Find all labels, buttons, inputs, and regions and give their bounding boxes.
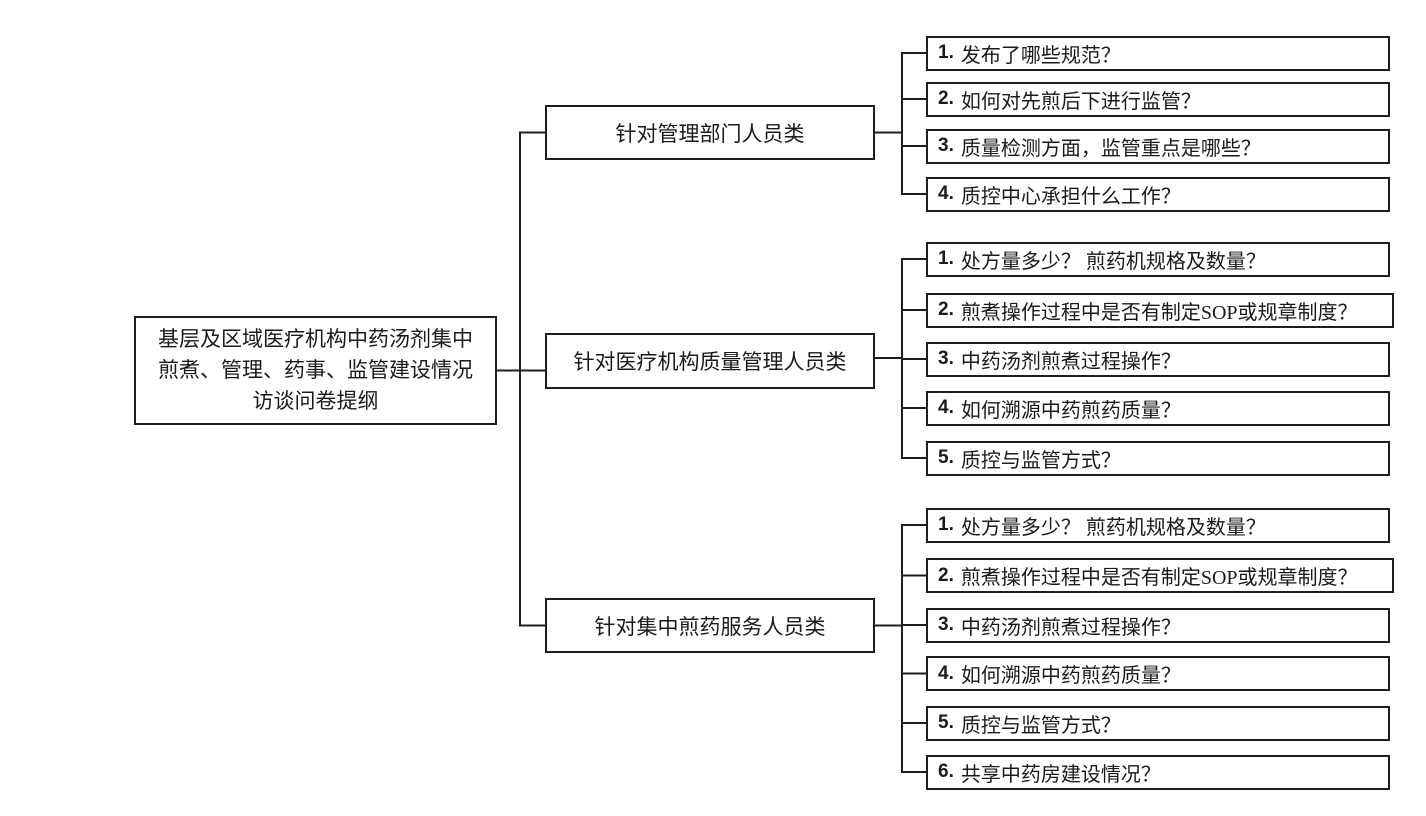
question-node: 2. 如何对先煎后下进行监管？ [926, 81, 1390, 117]
question-number: 2. [938, 299, 954, 320]
question-number: 2. [938, 88, 954, 109]
root-title-line: 访谈问卷提纲 [252, 389, 379, 413]
question-text: 处方量多少？ 煎药机规格及数量？ [960, 516, 1266, 539]
root-node: 基层及区域医疗机构中药汤剂集中 煎煮、管理、药事、监管建设情况 访谈问卷提纲 [134, 316, 497, 425]
question-number: 4. [938, 397, 954, 418]
question-number: 5. [938, 712, 954, 733]
question-node: 1. 处方量多少？ 煎药机规格及数量？ [926, 507, 1390, 543]
question-text: 处方量多少？ 煎药机规格及数量？ [960, 250, 1266, 273]
question-text: 质控中心承担什么工作？ [960, 185, 1181, 208]
question-node: 2. 煎煮操作过程中是否有制定SOP或规章制度？ [926, 558, 1394, 593]
question-text: 共享中药房建设情况？ [960, 763, 1161, 786]
branch-label: 针对医疗机构质量管理人员类 [573, 350, 847, 374]
question-node: 3. 中药汤剂煎煮过程操作？ [926, 607, 1390, 643]
question-number: 5. [938, 447, 954, 468]
branch-label: 针对管理部门人员类 [615, 121, 805, 146]
branch-node-quality-management: 针对医疗机构质量管理人员类 [545, 333, 875, 389]
question-number: 6. [938, 761, 954, 782]
question-number: 4. [938, 662, 954, 684]
question-number: 1. [938, 514, 954, 535]
question-text: 煎煮操作过程中是否有制定SOP或规章制度？ [960, 301, 1358, 324]
branch-node-management-dept: 针对管理部门人员类 [545, 105, 875, 160]
question-text: 发布了哪些规范？ [960, 44, 1121, 67]
question-number: 3. [938, 135, 954, 156]
question-number: 4. [938, 183, 954, 204]
question-text: 质量检测方面，监管重点是哪些？ [960, 137, 1261, 160]
question-text: 中药汤剂煎煮过程操作？ [960, 350, 1181, 373]
question-number: 1. [938, 248, 954, 269]
question-text: 质控与监管方式？ [960, 449, 1121, 472]
question-number: 3. [938, 348, 954, 369]
question-node: 5. 质控与监管方式？ [926, 440, 1390, 476]
question-number: 1. [938, 42, 954, 63]
question-node: 2. 煎煮操作过程中是否有制定SOP或规章制度？ [926, 292, 1394, 328]
question-text: 如何溯源中药煎药质量？ [960, 399, 1181, 422]
question-text: 质控与监管方式？ [960, 714, 1121, 737]
question-text: 如何溯源中药煎药质量？ [960, 665, 1181, 687]
question-text: 中药汤剂煎煮过程操作？ [960, 616, 1181, 639]
question-node: 3. 中药汤剂煎煮过程操作？ [926, 341, 1390, 377]
question-node: 1. 发布了哪些规范？ [926, 35, 1390, 71]
question-text: 煎煮操作过程中是否有制定SOP或规章制度？ [960, 567, 1358, 589]
question-text: 如何对先煎后下进行监管？ [960, 90, 1201, 113]
branch-label: 针对集中煎药服务人员类 [594, 614, 826, 639]
question-node: 3. 质量检测方面，监管重点是哪些？ [926, 128, 1390, 164]
root-title-line: 基层及区域医疗机构中药汤剂集中 [158, 327, 473, 351]
question-node: 4. 如何溯源中药煎药质量？ [926, 656, 1390, 691]
question-node: 5. 质控与监管方式？ [926, 705, 1390, 741]
question-node: 4. 质控中心承担什么工作？ [926, 176, 1390, 212]
question-node: 1. 处方量多少？ 煎药机规格及数量？ [926, 241, 1390, 277]
question-number: 2. [938, 564, 954, 586]
question-node: 4. 如何溯源中药煎药质量？ [926, 390, 1390, 426]
question-node: 6. 共享中药房建设情况？ [926, 754, 1390, 790]
branch-node-decoction-service: 针对集中煎药服务人员类 [545, 598, 875, 653]
question-number: 3. [938, 614, 954, 635]
root-title-line: 煎煮、管理、药事、监管建设情况 [158, 358, 473, 382]
